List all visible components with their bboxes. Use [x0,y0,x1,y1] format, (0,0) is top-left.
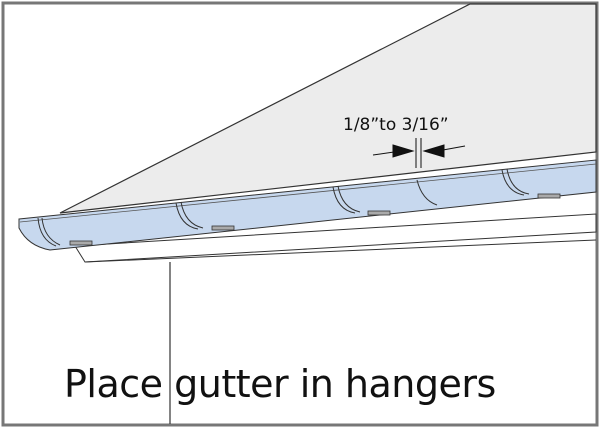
roof-surface [59,3,597,214]
gap-dimension-label: 1/8”to 3/16” [343,115,449,135]
fascia-edge-line [84,239,597,263]
diagram-caption: Place gutter in hangers [64,362,496,406]
hanger-brackets [69,193,561,246]
gap-dimension-marker [372,138,466,168]
gutter-hangers [37,168,530,247]
gutter [18,159,597,251]
fascia-board [74,213,597,263]
gutter-lip-line [19,163,597,223]
